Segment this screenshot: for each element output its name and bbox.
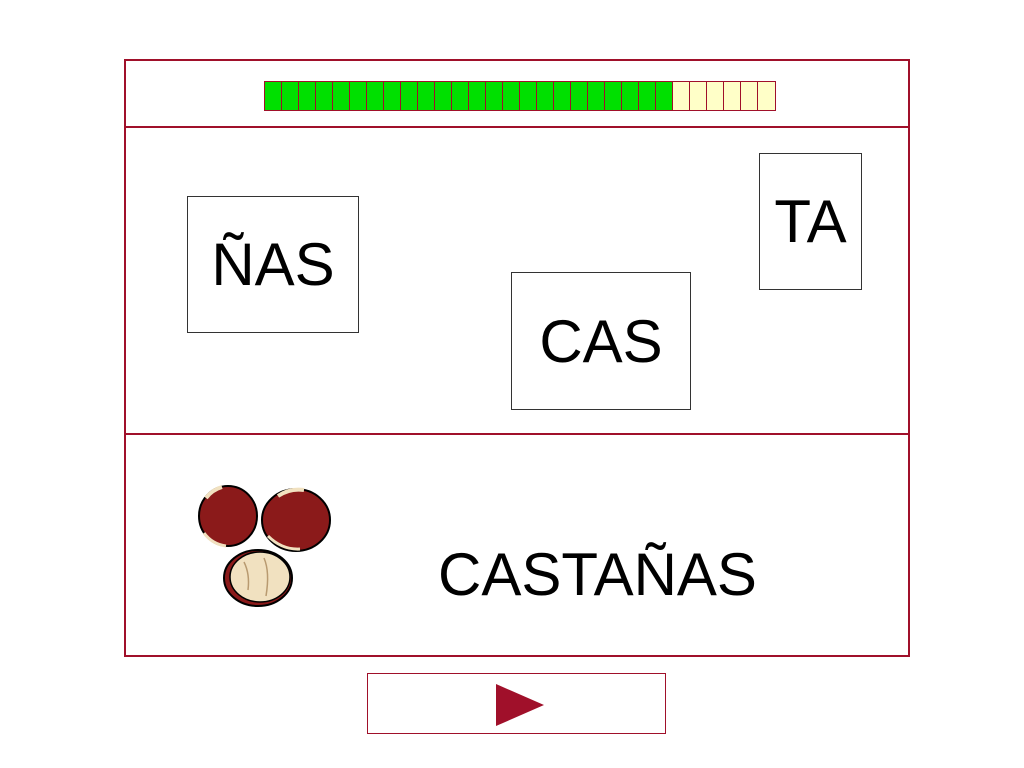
progress-cell xyxy=(384,82,401,110)
progress-cell xyxy=(673,82,690,110)
middle-divider xyxy=(124,433,910,435)
progress-cell xyxy=(401,82,418,110)
next-button[interactable] xyxy=(367,673,666,734)
progress-cell xyxy=(571,82,588,110)
chestnuts-icon xyxy=(192,478,338,612)
syllable-tile-1[interactable]: ÑAS xyxy=(187,196,359,333)
progress-cell xyxy=(486,82,503,110)
progress-cell xyxy=(537,82,554,110)
progress-cell xyxy=(452,82,469,110)
progress-cell xyxy=(520,82,537,110)
progress-cell xyxy=(622,82,639,110)
progress-cell xyxy=(333,82,350,110)
play-arrow-icon xyxy=(496,684,544,726)
progress-cell xyxy=(605,82,622,110)
progress-cell xyxy=(758,82,775,110)
progress-cell xyxy=(503,82,520,110)
progress-cell xyxy=(588,82,605,110)
progress-cell xyxy=(554,82,571,110)
progress-cell xyxy=(350,82,367,110)
progress-cell xyxy=(690,82,707,110)
progress-cell xyxy=(741,82,758,110)
progress-bar xyxy=(264,81,776,111)
progress-cell xyxy=(707,82,724,110)
syllable-tile-3[interactable]: TA xyxy=(759,153,862,290)
target-word: CASTAÑAS xyxy=(438,541,757,608)
progress-cell xyxy=(435,82,452,110)
game-panel xyxy=(124,59,910,657)
syllable-tile-2[interactable]: CAS xyxy=(511,272,691,410)
progress-cell xyxy=(282,82,299,110)
progress-cell xyxy=(469,82,486,110)
progress-cell xyxy=(418,82,435,110)
progress-cell xyxy=(299,82,316,110)
top-divider xyxy=(124,126,910,128)
progress-cell xyxy=(316,82,333,110)
progress-cell xyxy=(724,82,741,110)
progress-cell xyxy=(656,82,673,110)
progress-cell xyxy=(265,82,282,110)
progress-cell xyxy=(367,82,384,110)
progress-cell xyxy=(639,82,656,110)
